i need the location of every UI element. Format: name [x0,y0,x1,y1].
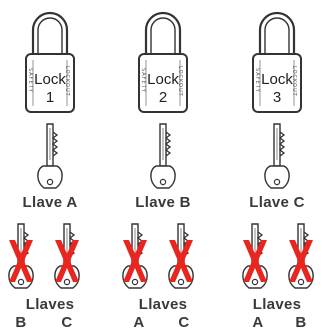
wrong-keys-3-right: B [251,314,322,331]
lock-1-side-right: LOCKOUT [64,66,70,97]
wrong-keys-3-title: Llaves [227,296,322,313]
wrong-keys-layer [9,224,313,288]
correct-keys-layer [38,124,289,188]
key-label-c: Llave C [227,194,322,211]
wrong-keys-2-title: Llaves [113,296,213,313]
key-2-icon [151,124,175,188]
key-label-b: Llave B [113,194,213,211]
lock-2-number: 2 [148,89,178,106]
lock-3-side-left: SAFETY [254,68,260,93]
lock-1-number: 1 [35,89,65,106]
lock-3-number: 3 [262,89,292,106]
key-3-icon [265,124,289,188]
wrong-keys-1-title: Llaves [0,296,100,313]
lock-3-side-right: LOCKOUT [291,66,297,97]
lock-2-side-left: SAFETY [140,68,146,93]
key-label-a: Llave A [0,194,100,211]
key-1-icon [38,124,62,188]
lock-1-side-left: SAFETY [27,68,33,93]
lock-2-side-right: LOCKOUT [177,66,183,97]
